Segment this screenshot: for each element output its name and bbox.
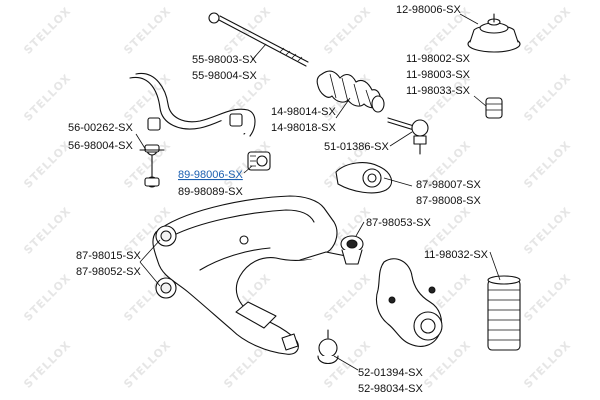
watermark-text: STELLOX: [521, 138, 573, 190]
arm-rear-bushing-part: [335, 162, 393, 194]
arm-front-bushing-callout-1[interactable]: 87-98015-SX: [76, 250, 141, 262]
watermark-text: STELLOX: [21, 338, 73, 390]
steering-knuckle: [375, 258, 443, 347]
watermark-text: STELLOX: [521, 71, 573, 123]
tie-rod-inner-part: [208, 12, 309, 67]
stabilizer-bushing-callout-2[interactable]: 89-98089-SX: [178, 186, 243, 198]
watermark-text: STELLOX: [521, 4, 573, 56]
watermark-text: STELLOX: [21, 204, 73, 256]
stabilizer-bar: [129, 73, 256, 137]
watermark-text: STELLOX: [121, 338, 173, 390]
steering-boot-callout-1[interactable]: 14-98014-SX: [271, 106, 336, 118]
arm-rear-bushing-callout-1[interactable]: 87-98007-SX: [416, 179, 481, 191]
lower-control-arm: [152, 195, 347, 355]
tie-rod-end-part: [387, 117, 429, 155]
watermark-text: STELLOX: [121, 4, 173, 56]
watermark-text: STELLOX: [21, 138, 73, 190]
stabilizer-bushing-callout-1[interactable]: 89-98006-SX: [178, 169, 243, 181]
tie-rod-inner-callout-1[interactable]: 55-98003-SX: [192, 54, 257, 66]
steering-boot-callout-2[interactable]: 14-98018-SX: [271, 122, 336, 134]
stabilizer-bushing-clamp-left: [147, 117, 161, 131]
stabilizer-link-callout-2[interactable]: 56-98004-SX: [68, 140, 133, 152]
bump-stop-part: [485, 97, 503, 119]
ball-joint-bushing-part: [340, 235, 364, 265]
ball-joint-callout-2[interactable]: 52-98034-SX: [358, 383, 423, 395]
steering-boot-part: [316, 70, 385, 113]
arm-front-bushing-callout-2[interactable]: 87-98052-SX: [76, 266, 141, 278]
strut-mount-part: [467, 13, 521, 53]
ball-joint-callout-1[interactable]: 52-01394-SX: [358, 367, 423, 379]
watermark-text: STELLOX: [321, 4, 373, 56]
shock-boot-part: [487, 275, 521, 351]
leader-lines: [135, 13, 501, 371]
stabilizer-bushing-clamp-right: [229, 113, 243, 127]
watermark-text: STELLOX: [21, 71, 73, 123]
watermark-text: STELLOX: [521, 204, 573, 256]
stabilizer-link-callout-1[interactable]: 56-00262-SX: [68, 122, 133, 134]
stabilizer-bushing-part: [247, 151, 271, 171]
watermark-text: STELLOX: [521, 271, 573, 323]
bump-stop-callout-3[interactable]: 11-98033-SX: [406, 85, 471, 97]
tie-rod-inner-callout-2[interactable]: 55-98004-SX: [192, 70, 257, 82]
shock-boot-callout[interactable]: 11-98032-SX: [424, 249, 489, 261]
watermark-text: STELLOX: [521, 338, 573, 390]
ball-joint-bushing-callout[interactable]: 87-98053-SX: [366, 217, 431, 229]
bump-stop-callout-1[interactable]: 11-98002-SX: [406, 53, 471, 65]
watermark-text: STELLOX: [321, 271, 373, 323]
watermark-text: STELLOX: [21, 4, 73, 56]
arm-rear-bushing-callout-2[interactable]: 87-98008-SX: [416, 195, 481, 207]
watermark-text: STELLOX: [421, 338, 473, 390]
ball-joint-part: [317, 329, 339, 365]
watermark-text: STELLOX: [21, 271, 73, 323]
bump-stop-callout-2[interactable]: 11-98003-SX: [406, 69, 471, 81]
tie-rod-end-callout[interactable]: 51-01386-SX: [324, 141, 389, 153]
strut-mount-callout[interactable]: 12-98006-SX: [396, 4, 461, 16]
callout-labels: 12-98006-SX 55-98003-SX 55-98004-SX 11-9…: [68, 4, 489, 395]
